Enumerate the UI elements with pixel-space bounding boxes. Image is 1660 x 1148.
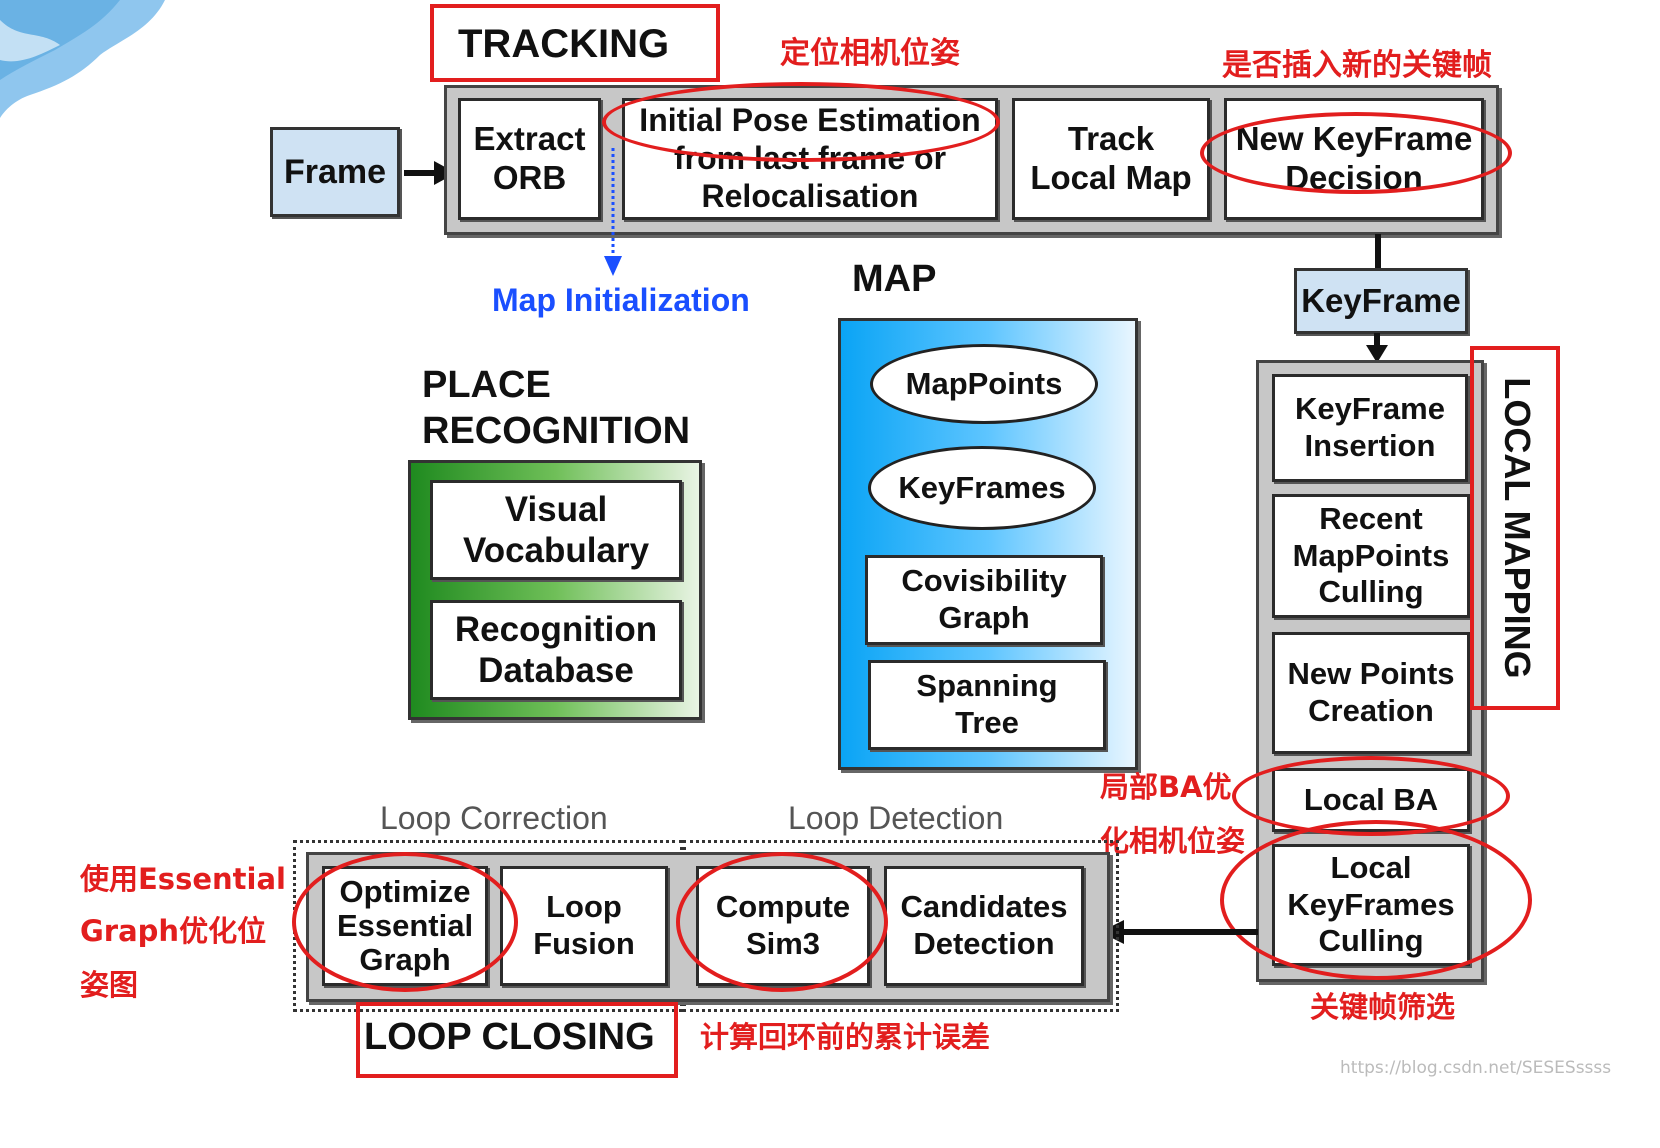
loop-closing-title-highlight: [356, 1002, 678, 1078]
annotation-essential-graph-3: 姿图: [80, 968, 139, 1002]
tracking-title-highlight: [430, 4, 720, 82]
annotation-local-ba-1: 局部BA优: [1100, 770, 1232, 804]
compute-sim3-highlight-ellipse: [676, 852, 888, 992]
map-initialization-arrow: [604, 148, 622, 276]
covisibility-graph-box: Covisibility Graph: [865, 555, 1103, 645]
loop-correction-label: Loop Correction: [380, 800, 608, 836]
annotation-keyframe-filter: 关键帧筛选: [1310, 990, 1456, 1024]
local-mapping-title: LOCAL MAPPING: [1497, 377, 1538, 679]
local-keyframes-culling-highlight-ellipse: [1220, 820, 1532, 980]
loop-detection-label: Loop Detection: [788, 800, 1004, 836]
optimize-essential-graph-highlight-ellipse: [292, 852, 518, 992]
annotation-accumulated-error: 计算回环前的累计误差: [700, 1020, 991, 1054]
map-title: MAP: [852, 258, 937, 300]
visual-vocabulary-box: Visual Vocabulary: [430, 480, 682, 580]
loop-fusion-box: Loop Fusion: [500, 866, 668, 986]
annotation-locate-camera-pose: 定位相机位姿: [780, 36, 960, 71]
track-local-map-box: Track Local Map: [1012, 98, 1210, 220]
corner-cloud-decoration: [0, 0, 165, 118]
keyframe-to-local-mapping-arrow: [1366, 333, 1388, 363]
tracking-title: TRACKING: [458, 22, 670, 66]
decision-to-keyframe-line: [1375, 234, 1381, 270]
recognition-database-box: Recognition Database: [430, 600, 682, 700]
new-points-creation-box: New Points Creation: [1272, 632, 1470, 754]
annotation-local-ba-2: 化相机位姿: [1100, 824, 1246, 858]
frame-box: Frame: [270, 127, 400, 217]
keyframes-ellipse: KeyFrames: [868, 446, 1096, 530]
annotation-essential-graph-2: Graph优化位: [80, 914, 267, 948]
new-keyframe-decision-highlight-ellipse: [1200, 112, 1512, 194]
local-mapping-to-loop-closing-arrow: [1100, 920, 1258, 944]
annotation-insert-new-keyframe: 是否插入新的关键帧: [1222, 48, 1492, 83]
watermark: https://blog.csdn.net/SESESssss: [1340, 1058, 1612, 1078]
local-mapping-title-highlight: [1470, 346, 1560, 710]
extract-orb-box: Extract ORB: [458, 98, 601, 220]
annotation-essential-graph-1: 使用Essential: [80, 862, 286, 896]
place-recognition-title: PLACE RECOGNITION: [422, 364, 691, 453]
candidates-detection-box: Candidates Detection: [884, 866, 1084, 986]
keyframe-box: KeyFrame: [1294, 268, 1468, 334]
loop-closing-title: LOOP CLOSING: [364, 1016, 655, 1058]
keyframe-insertion-box: KeyFrame Insertion: [1272, 374, 1468, 482]
mappoints-ellipse: MapPoints: [870, 344, 1098, 424]
map-initialization-label: Map Initialization: [492, 282, 750, 318]
initial-pose-highlight-ellipse: [602, 82, 1000, 162]
spanning-tree-box: Spanning Tree: [868, 660, 1106, 750]
recent-mappoints-culling-box: Recent MapPoints Culling: [1272, 494, 1470, 618]
